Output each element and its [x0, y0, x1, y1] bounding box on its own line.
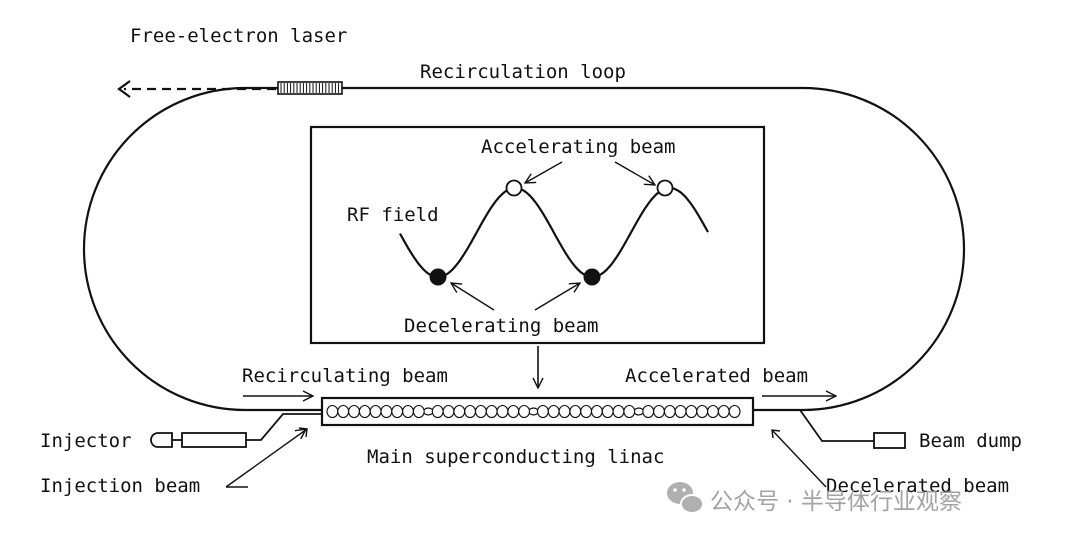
accelerating-bunch-1 [505, 179, 523, 197]
linac-cavity-cell [507, 404, 520, 419]
accel-pointer-left [525, 161, 563, 183]
linac-cavity-cell [369, 404, 382, 419]
linac-cavity-cell [674, 404, 687, 419]
linac-cavity-cell [337, 404, 350, 419]
beam-dump-label: Beam dump [919, 430, 1022, 452]
decel-pointer-right [534, 283, 580, 311]
linac-cavity-cell [412, 404, 425, 419]
recirculating-beam-label: Recirculating beam [242, 365, 448, 387]
watermark-text: 公众号 · 半导体行业观察 [710, 489, 962, 515]
linac-module-coupler [634, 407, 644, 416]
decelerating-bunch-1 [429, 268, 447, 286]
linac-cavity-cell [380, 404, 393, 419]
linac-cavity-cell [728, 404, 741, 419]
rf-inset-box [309, 125, 766, 345]
linac-cavity-cell [326, 404, 339, 419]
accelerating-bunch-2 [656, 179, 674, 197]
linac-cavity-cell [547, 404, 560, 419]
linac-cavity-cell [717, 404, 730, 419]
decel-pointer-left [451, 283, 495, 311]
linac-cavity-cell [590, 404, 603, 419]
linac-cavity-cell [496, 404, 509, 419]
linac-cavity-cell [402, 404, 414, 419]
linac-cavity-cell [431, 404, 444, 419]
linac-cavity-cell [642, 404, 655, 419]
watermark: 公众号 · 半导体行业观察 [667, 482, 962, 515]
linac-cavity-cell [442, 404, 455, 419]
recirculation-loop-label: Recirculation loop [420, 61, 626, 83]
wechat-icon [667, 482, 704, 514]
linac-cavity-cell [663, 404, 676, 419]
injection-beam-pointer [225, 428, 308, 488]
linac-cavity-cell [391, 404, 404, 419]
rf-field-label: RF field [347, 204, 439, 226]
accelerated-beam-label: Accelerated beam [625, 365, 808, 387]
linac-cavity-cell [536, 404, 549, 419]
accel-pointer-right [614, 161, 655, 185]
injector [150, 413, 322, 448]
linac-cavity-cell [685, 404, 698, 419]
decelerated-beam-label: Decelerated beam [826, 475, 1009, 497]
linac-cavity-cell [358, 404, 371, 419]
main-linac-label: Main superconducting linac [367, 446, 664, 468]
linac-cavity-cell [707, 404, 719, 419]
injector-label: Injector [40, 430, 132, 452]
linac-cavity-cell [348, 404, 360, 419]
linac-cavity-cell [474, 404, 487, 419]
linac-cavity-cell [558, 404, 571, 419]
linac-cavity-cell [464, 404, 477, 419]
injection-beam-label: Injection beam [40, 475, 200, 497]
main-linac [320, 396, 755, 427]
decelerating-beam-label: Decelerating beam [404, 315, 598, 337]
linac-module-coupler [529, 407, 538, 416]
decelerated-beam-pointer [771, 429, 827, 488]
linac-cavity-cell [485, 404, 498, 419]
linac-cavity-cell [612, 404, 625, 419]
fel-output-arrow [117, 80, 276, 98]
accelerating-beam-label: Accelerating beam [481, 136, 675, 158]
rf-field-wave [399, 186, 709, 279]
free-electron-laser-label: Free-electron laser [130, 25, 347, 47]
decelerating-bunch-2 [583, 268, 601, 286]
linac-cavity-cell [696, 404, 709, 419]
linac-cavity-cell [653, 404, 665, 419]
linac-cavity-cell [580, 404, 593, 419]
linac-cavity-cell [569, 404, 582, 419]
undulator [277, 81, 343, 95]
linac-module-coupler [423, 407, 433, 416]
recirculation-loop-path [82, 86, 966, 412]
linac-cavity-cell [453, 404, 466, 419]
linac-cavity-cell [623, 404, 636, 419]
beam-dump [753, 409, 906, 449]
linac-cavity-cell [601, 404, 614, 419]
linac-cavity-cell [518, 404, 531, 419]
